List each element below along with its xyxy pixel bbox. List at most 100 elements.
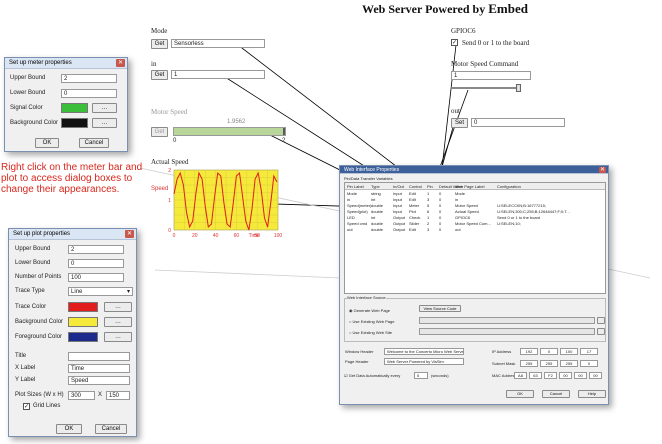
mode-field[interactable]: Sensorless xyxy=(171,39,265,48)
wip-variables-table[interactable]: Pin Label Type In/Out Control Pin Default Val… xyxy=(344,182,606,294)
existing-site-field[interactable] xyxy=(419,328,595,335)
address-octet[interactable]: 00 xyxy=(589,372,602,379)
address-octet[interactable]: 255 xyxy=(540,360,558,367)
close-icon[interactable]: ✕ xyxy=(125,230,134,238)
in-field[interactable]: 1 xyxy=(171,70,265,79)
gpio-checkbox[interactable]: ✓ xyxy=(451,39,458,46)
wip-col-header[interactable]: Web Page Label xyxy=(455,184,485,189)
plot-ylabel-field[interactable]: Speed xyxy=(68,376,130,385)
meter-lower-field[interactable]: 0 xyxy=(61,89,117,98)
radio-existing-page[interactable]: ○ Use Existing Web Page xyxy=(349,319,395,324)
wip-col-header[interactable]: Default Value xyxy=(439,184,463,189)
existing-page-field[interactable] xyxy=(419,317,595,324)
address-octet[interactable]: 100 xyxy=(560,348,578,355)
plot-height-field[interactable]: 150 xyxy=(106,391,130,400)
table-cell: 0 xyxy=(439,215,442,220)
wip-ok-button[interactable]: OK xyxy=(506,390,534,398)
window-header-label: Window Header xyxy=(345,349,374,354)
trace-color-button[interactable]: … xyxy=(104,302,132,312)
radio-existing-site[interactable]: ○ Use Existing Web Site xyxy=(349,330,393,335)
wip-col-header[interactable]: Control xyxy=(409,184,422,189)
table-cell: Output xyxy=(393,215,406,220)
plot-cancel-button[interactable]: Cancel xyxy=(95,424,127,434)
plot-width-field[interactable]: 300 xyxy=(68,391,95,400)
autoget-checkbox[interactable]: ☑ Get Data Automatically every xyxy=(344,373,401,378)
close-icon[interactable]: ✕ xyxy=(599,167,606,173)
plot-trace-type-select[interactable]: Line▾ xyxy=(68,287,133,296)
out-field[interactable]: 0 xyxy=(471,118,565,127)
table-cell: 3 xyxy=(427,197,430,202)
wip-col-header[interactable]: Pin xyxy=(427,184,433,189)
motor-cmd-slider-thumb[interactable] xyxy=(515,84,521,92)
table-cell: Input xyxy=(393,209,402,214)
meter-ok-button[interactable]: OK xyxy=(35,138,59,148)
wip-col-header[interactable]: In/Out xyxy=(393,184,404,189)
wip-source-group: Web Interface Source ◉ Generate Web Page… xyxy=(344,295,606,342)
web-interface-properties-dialog: Web Interface Properties✕ Pin/Data Trans… xyxy=(339,165,609,405)
grid-lines-checkbox[interactable]: ✓ xyxy=(23,403,30,410)
meter-get-button[interactable]: Get xyxy=(151,127,168,137)
fg-color-button[interactable]: … xyxy=(104,332,132,342)
table-cell: 2 xyxy=(427,221,430,226)
plot-lower-field[interactable]: 0 xyxy=(68,259,124,268)
plot-trace-color-label: Trace Color xyxy=(15,304,47,310)
motor-cmd-label: Motor Speed Command xyxy=(451,60,519,68)
window-header-field[interactable]: Welcome to the Concerto Micro Web Server… xyxy=(384,348,464,355)
table-cell: Actual Speed xyxy=(455,209,479,214)
address-octet[interactable]: 0 xyxy=(540,348,558,355)
meter-bg-color-button[interactable]: … xyxy=(92,118,117,128)
bg-color-button[interactable]: … xyxy=(104,317,132,327)
address-octet[interactable]: 192 xyxy=(520,348,538,355)
meter-dialog-title-text: Set up meter properties xyxy=(9,60,72,66)
table-cell: 6 xyxy=(427,209,430,214)
address-octet[interactable]: 0 xyxy=(580,360,598,367)
browse-page-button[interactable] xyxy=(597,317,605,324)
address-octet[interactable]: 00 xyxy=(559,372,572,379)
address-octet[interactable]: 00 xyxy=(574,372,587,379)
mode-get-button[interactable]: Get xyxy=(151,39,168,49)
address-octet[interactable]: 17 xyxy=(580,348,598,355)
wip-cancel-button[interactable]: Cancel xyxy=(542,390,570,398)
page-header-field[interactable]: Web Server Powered by VisSim xyxy=(384,358,464,365)
address-octet[interactable]: 255 xyxy=(520,360,538,367)
wip-help-button[interactable]: Help xyxy=(578,390,606,398)
close-icon[interactable]: ✕ xyxy=(116,59,125,67)
meter-cancel-button[interactable]: Cancel xyxy=(79,138,109,148)
in-get-button[interactable]: Get xyxy=(151,70,168,80)
motor-speed-meter-bar[interactable] xyxy=(173,127,286,136)
address-octet[interactable]: A8 xyxy=(514,372,527,379)
wip-tab[interactable]: Pin/Data Transfer Variables xyxy=(344,176,393,181)
plot-y-tick: 0 xyxy=(168,228,171,234)
plot-upper-field[interactable]: 2 xyxy=(68,245,124,254)
plot-ok-button[interactable]: OK xyxy=(56,424,82,434)
address-octet[interactable]: 255 xyxy=(560,360,578,367)
out-set-button[interactable]: Set xyxy=(451,118,468,128)
meter-signal-color-button[interactable]: … xyxy=(92,103,117,113)
browse-site-button[interactable] xyxy=(597,328,605,335)
wip-col-header[interactable]: Pin Label xyxy=(347,184,364,189)
table-cell: 5 xyxy=(427,203,430,208)
address-octet[interactable]: F2 xyxy=(544,372,557,379)
plot-ylabel-label: Y Label xyxy=(15,377,36,383)
autoget-field[interactable]: 5 xyxy=(414,372,428,379)
wip-col-header[interactable]: Type xyxy=(371,184,380,189)
view-source-button[interactable]: View Source Code xyxy=(419,305,461,312)
plot-title-field[interactable] xyxy=(68,352,130,361)
plot-points-field[interactable]: 100 xyxy=(68,273,124,282)
address-octet[interactable]: 63 xyxy=(529,372,542,379)
plot-xlabel-field[interactable]: Time xyxy=(68,364,130,373)
wip-col-header[interactable]: Configuration xyxy=(497,184,521,189)
motor-cmd-slider-track[interactable] xyxy=(451,87,521,89)
radio-generate[interactable]: ◉ Generate Web Page xyxy=(349,308,391,313)
motor-cmd-field[interactable]: 1 xyxy=(451,71,531,80)
table-cell: Input xyxy=(393,191,402,196)
meter-upper-field[interactable]: 2 xyxy=(61,74,117,83)
